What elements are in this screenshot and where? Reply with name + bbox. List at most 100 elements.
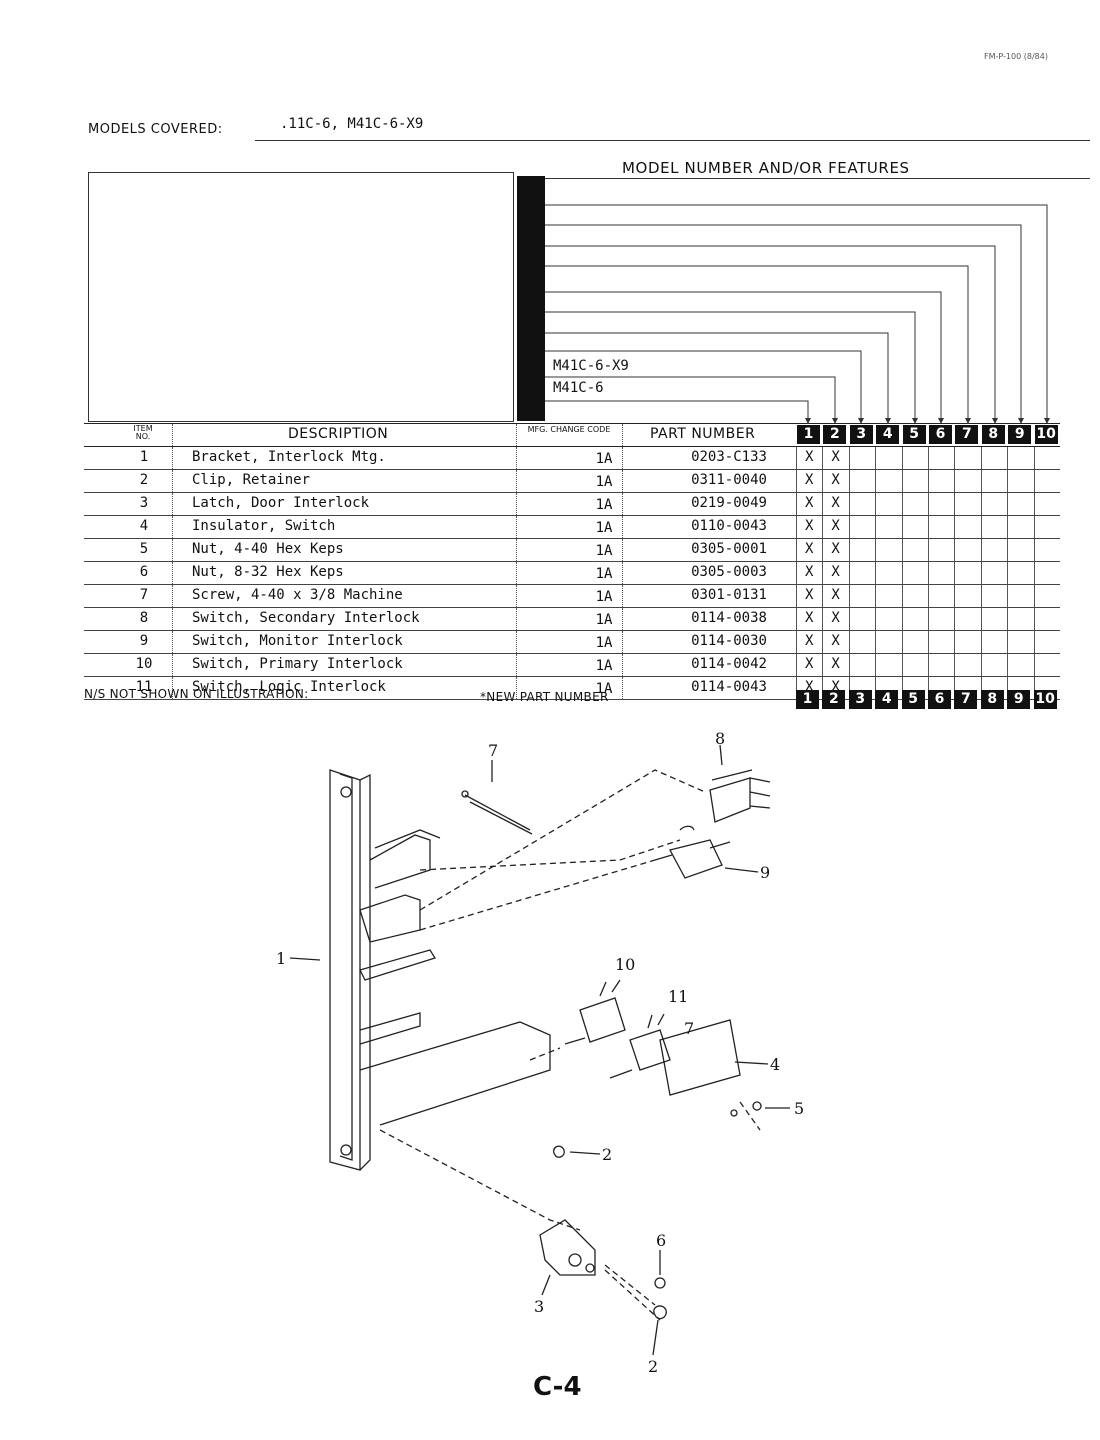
model-column-10-header: 10 [1034,425,1058,444]
model-column-2-header: 2 [823,425,847,444]
model-1-applicability-mark: X [805,472,814,488]
model-column-4-header: 4 [876,425,900,444]
mfg-change-code: 1A [595,566,613,582]
illustration-key-box [88,172,514,422]
item-number: 4 [139,518,149,534]
part-description: Screw, 4-40 x 3/8 Machine [192,587,403,603]
mfg-change-code: 1A [595,612,613,628]
model-column-5-footer: 5 [901,690,925,709]
table-row: 8 Switch, Secondary Interlock 1A 0114-0038 X… [84,608,1060,631]
part-number: 0301-0131 [691,587,767,603]
mfg-change-code: 1A [595,635,613,651]
table-row: 2 Clip, Retainer 1A 0311-0040 X X [84,470,1060,493]
part-description: Switch, Primary Interlock [192,656,403,672]
item-number: 6 [139,564,149,580]
table-row: 4 Insulator, Switch 1A 0110-0043 X X [84,516,1060,539]
part-number: 0110-0043 [691,518,767,534]
mfg-change-code: 1A [595,520,613,536]
new-part-note: *NEW PART NUMBER [480,690,609,704]
parts-table-header: ITEM NO. DESCRIPTION MFG. CHANGE CODE PA… [84,423,1060,447]
description-header: DESCRIPTION [288,426,389,442]
model-1-applicability-mark: X [805,610,814,626]
model-column-2-name: M41C-6-X9 [553,358,629,374]
item-number: 7 [139,587,149,603]
item-number: 2 [139,472,149,488]
model-2-applicability-mark: X [831,518,840,534]
model-2-applicability-mark: X [831,564,840,580]
model-2-applicability-mark: X [831,472,840,488]
model-1-applicability-mark: X [805,587,814,603]
model-2-applicability-mark: X [831,449,840,465]
part-number: 0311-0040 [691,472,767,488]
callout-2-upper: 2 [602,1145,612,1164]
model-1-applicability-mark: X [805,518,814,534]
mfg-change-code: 1A [595,543,613,559]
model-column-7-footer: 7 [954,690,978,709]
model-2-applicability-mark: X [831,587,840,603]
model-1-applicability-mark: X [805,633,814,649]
model-column-8-header: 8 [981,425,1005,444]
part-description: Bracket, Interlock Mtg. [192,449,386,465]
callout-5: 5 [794,1099,804,1118]
mfg-change-code: 1A [595,474,613,490]
item-number: 3 [139,495,149,511]
model-column-6-footer: 6 [928,690,951,709]
model-2-applicability-mark: X [831,656,840,672]
part-number: 0219-0049 [691,495,767,511]
model-column-1-footer: 1 [796,690,819,709]
model-1-applicability-mark: X [805,679,814,695]
part-number: 0305-0001 [691,541,767,557]
parts-table: ITEM NO. DESCRIPTION MFG. CHANGE CODE PA… [84,423,1060,700]
part-description: Nut, 8-32 Hex Keps [192,564,344,580]
exploded-parts-diagram: 7 8 9 1 10 11 7 4 5 2 6 3 2 [276,730,804,1376]
part-description: Insulator, Switch [192,518,336,534]
callout-1: 1 [276,949,286,968]
part-description: Switch, Secondary Interlock [192,610,420,626]
models-underline [255,140,1090,141]
model-leader-lines [545,204,1050,424]
mfg-change-code: 1A [595,681,613,697]
features-underline [520,178,1090,179]
callout-2-lower: 2 [648,1357,658,1376]
model-column-2-footer: 2 [822,690,846,709]
model-column-4-footer: 4 [875,690,899,709]
part-description: Nut, 4-40 Hex Keps [192,541,344,557]
callout-8: 8 [715,730,725,748]
part-description: Clip, Retainer [192,472,311,488]
part-number: 0114-0038 [691,610,767,626]
part-number: 0114-0030 [691,633,767,649]
callout-4: 4 [770,1055,780,1074]
features-title: MODEL NUMBER AND/OR FEATURES [622,159,910,177]
model-column-3-footer: 3 [848,690,872,709]
model-2-applicability-mark: X [831,541,840,557]
model-column-8-footer: 8 [980,690,1004,709]
model-column-9-footer: 9 [1007,690,1031,709]
mfg-change-code: 1A [595,658,613,674]
item-number: 9 [139,633,149,649]
model-1-applicability-mark: X [805,495,814,511]
models-covered-value: .11C-6, M41C-6-X9 [280,116,424,132]
model-1-applicability-mark: X [805,541,814,557]
item-number: 8 [139,610,149,626]
item-number: 1 [139,449,149,465]
models-covered-label: MODELS COVERED: [88,122,223,137]
model-1-applicability-mark: X [805,656,814,672]
callout-10: 10 [615,955,635,974]
callout-7-top: 7 [488,741,498,760]
model-2-applicability-mark: X [831,679,840,695]
part-number-header: PART NUMBER [650,426,756,442]
part-number: 0114-0042 [691,656,767,672]
page-number: C-4 [533,1372,582,1402]
part-number: 0305-0003 [691,564,767,580]
mfg-change-code: 1A [595,497,613,513]
model-column-10-footer: 10 [1033,690,1057,709]
model-2-applicability-mark: X [831,610,840,626]
